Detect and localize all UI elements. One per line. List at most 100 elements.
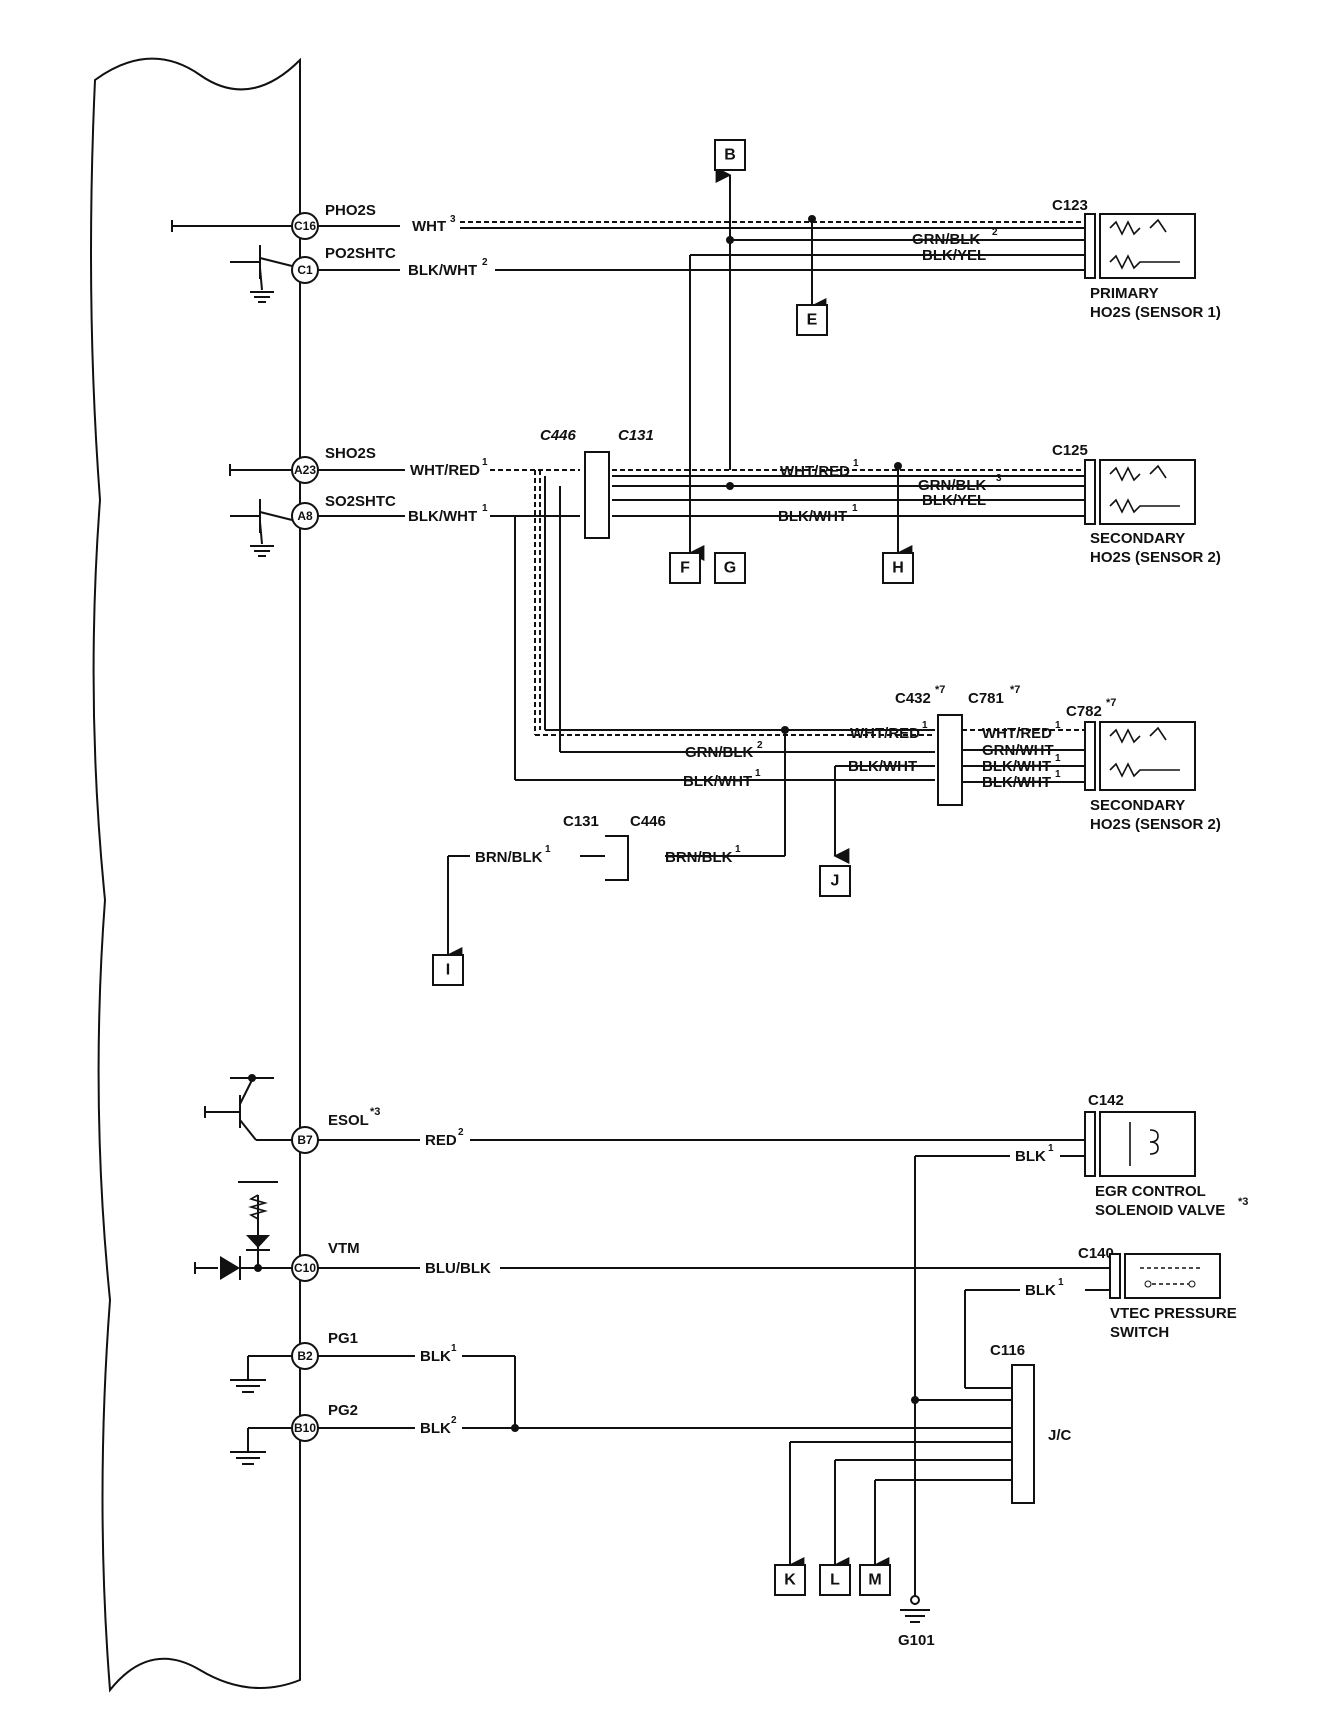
signal-esol: ESOL — [328, 1112, 369, 1129]
secondary-ho2s-box-2 — [1099, 721, 1196, 791]
conn-c125: C125 — [1052, 442, 1088, 459]
conn-c131-a: C131 — [618, 427, 654, 444]
svg-text:1: 1 — [1055, 753, 1061, 764]
wire-brnblk1-b: BRN/BLK — [665, 849, 733, 866]
svg-text:1: 1 — [852, 503, 858, 514]
signal-vtm: VTM — [328, 1240, 360, 1257]
wire-grnblk2-sup: 2 — [992, 227, 998, 238]
ref-k: K — [774, 1564, 806, 1596]
svg-text:*7: *7 — [1106, 697, 1116, 709]
wire-blkwht2: BLK/WHT — [408, 262, 477, 279]
svg-text:1: 1 — [853, 458, 859, 469]
svg-text:F: F — [680, 560, 690, 577]
conn-c140-body — [1109, 1253, 1121, 1299]
signal-pg2: PG2 — [328, 1402, 358, 1419]
pin-c1-label: C1 — [297, 263, 313, 277]
vtec-label-1: VTEC PRESSURE — [1110, 1305, 1237, 1322]
wire-blkyel-b: BLK/YEL — [922, 492, 986, 509]
conn-c446-c131 — [584, 451, 610, 539]
signal-pg1: PG1 — [328, 1330, 358, 1347]
wire-grnblk3: GRN/BLK — [918, 477, 986, 494]
wire-blk1-b: BLK — [1025, 1282, 1056, 1299]
ref-l: L — [819, 1564, 851, 1596]
svg-text:1: 1 — [1055, 769, 1061, 780]
conn-c781: C781 — [968, 690, 1004, 707]
wire-red2: RED — [425, 1132, 457, 1149]
wire-grnwht: GRN/WHT — [982, 742, 1054, 759]
pin-b2-label: B2 — [297, 1349, 313, 1363]
secondary-ho2s-box-1 — [1099, 459, 1196, 525]
ref-b: B — [714, 139, 746, 171]
transistor-c1 — [230, 245, 293, 303]
egr-valve-box — [1099, 1111, 1196, 1177]
signal-sho2s: SHO2S — [325, 445, 376, 462]
jc-block — [1011, 1364, 1035, 1504]
wire-whtred1-b: WHT/RED — [780, 463, 850, 480]
secondary-label-2b: HO2S (SENSOR 2) — [1090, 816, 1221, 833]
wire-blkwht1-b: BLK/WHT — [778, 508, 847, 525]
conn-c432-c781 — [937, 714, 963, 806]
svg-text:L: L — [830, 1572, 840, 1589]
wire-blk1-a: BLK — [1015, 1148, 1046, 1165]
svg-text:1: 1 — [735, 844, 741, 855]
wire-blkyel: BLK/YEL — [922, 247, 986, 264]
svg-text:*7: *7 — [1010, 684, 1020, 696]
egr-section: B7 ESOL *3 RED 2 C142 BLK 1 EGR CONTROL … — [204, 1074, 1248, 1590]
svg-text:*3: *3 — [370, 1106, 380, 1118]
svg-text:J: J — [831, 873, 840, 890]
svg-text:2: 2 — [451, 1415, 457, 1426]
ground-g101: G101 — [898, 1632, 935, 1649]
primary-label-2: HO2S (SENSOR 1) — [1090, 304, 1221, 321]
wire-blkwht2-sup: 2 — [482, 257, 488, 268]
svg-text:1: 1 — [1058, 1277, 1064, 1288]
svg-text:E: E — [807, 312, 818, 329]
pin-a23-label: A23 — [294, 463, 316, 477]
conn-c446-b: C446 — [630, 813, 666, 830]
secondary-label-1b: SECONDARY — [1090, 797, 1185, 814]
svg-text:H: H — [892, 560, 904, 577]
secondary-label-2a: HO2S (SENSOR 2) — [1090, 549, 1221, 566]
wire-grnblk2-c: GRN/BLK — [685, 744, 753, 761]
ref-e: E — [796, 304, 828, 336]
pin-b10-label: B10 — [294, 1421, 316, 1435]
ref-h: H — [882, 552, 914, 584]
wire-blublk: BLU/BLK — [425, 1260, 491, 1277]
wire-whtred1-c: WHT/RED — [850, 725, 920, 742]
pin-b7-label: B7 — [297, 1133, 313, 1147]
ref-g: G — [714, 552, 746, 584]
conn-c140: C140 — [1078, 1245, 1114, 1262]
ref-j: J — [819, 865, 851, 897]
wire-wht3-sup: 3 — [450, 214, 456, 225]
svg-text:1: 1 — [755, 768, 761, 779]
pin-c16-label: C16 — [294, 219, 316, 233]
wire-blkwht1-a: BLK/WHT — [408, 508, 477, 525]
primary-ho2s-box — [1099, 213, 1196, 279]
svg-text:1: 1 — [1055, 720, 1061, 731]
svg-text:M: M — [868, 1572, 881, 1589]
wire-grnblk2: GRN/BLK — [912, 231, 980, 248]
conn-c142-body — [1084, 1111, 1096, 1177]
egr-label-2: SOLENOID VALVE — [1095, 1202, 1225, 1219]
svg-text:1: 1 — [482, 457, 488, 468]
ref-m: M — [859, 1564, 891, 1596]
conn-c123: C123 — [1052, 197, 1088, 214]
conn-c782: C782 — [1066, 703, 1102, 720]
conn-c125-body — [1084, 459, 1096, 525]
conn-c782-body — [1084, 721, 1096, 791]
svg-text:1: 1 — [922, 720, 928, 731]
pin-c10-label: C10 — [294, 1261, 316, 1275]
signal-po2shtc: PO2SHTC — [325, 245, 396, 262]
ref-f: F — [669, 552, 701, 584]
primary-ho2s-section: C16 PHO2S WHT 3 C1 PO2SHTC BLK/WHT 2 GRN… — [171, 167, 1221, 470]
vtec-switch-box — [1124, 1253, 1221, 1299]
primary-label-1: PRIMARY — [1090, 285, 1159, 302]
svg-text:I: I — [446, 962, 450, 979]
wire-blkwht1-c: BLK/WHT — [683, 773, 752, 790]
svg-text:2: 2 — [458, 1127, 464, 1138]
pin-a8-label: A8 — [297, 509, 313, 523]
svg-text:*7: *7 — [935, 684, 945, 696]
transistor-a8 — [230, 499, 293, 557]
svg-text:1: 1 — [482, 503, 488, 514]
svg-text:K: K — [784, 1572, 796, 1589]
